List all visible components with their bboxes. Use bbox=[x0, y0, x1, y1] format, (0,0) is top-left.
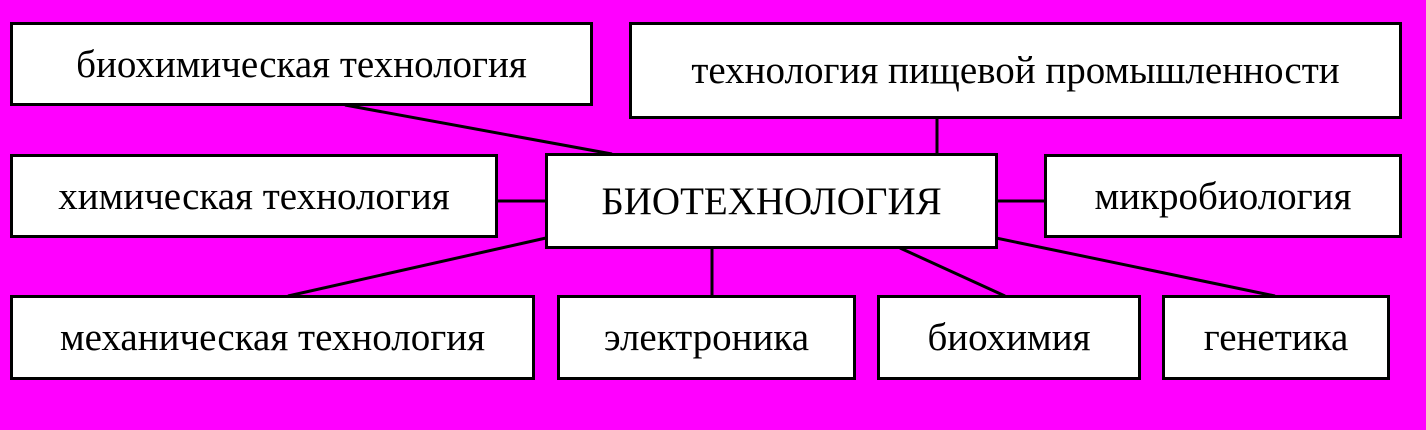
link-genetics bbox=[995, 236, 1276, 298]
node-biochemistry: биохимия bbox=[877, 295, 1141, 380]
link-biochemical-tech bbox=[344, 103, 613, 156]
node-food-industry-tech: технология пищевой промышленности bbox=[629, 22, 1402, 119]
link-biochemistry bbox=[899, 246, 1006, 298]
node-chemical-tech: химическая технология bbox=[10, 154, 498, 238]
node-mechanical-tech: механическая технология bbox=[10, 295, 535, 380]
link-mechanical-tech bbox=[287, 236, 547, 298]
node-genetics: генетика bbox=[1162, 295, 1390, 380]
node-microbiology: микробиология bbox=[1044, 154, 1402, 238]
node-electronics: электроника bbox=[557, 295, 856, 380]
node-biotechnology-center: БИОТЕХНОЛОГИЯ bbox=[545, 153, 998, 249]
node-biochemical-tech: биохимическая технология bbox=[10, 22, 593, 106]
